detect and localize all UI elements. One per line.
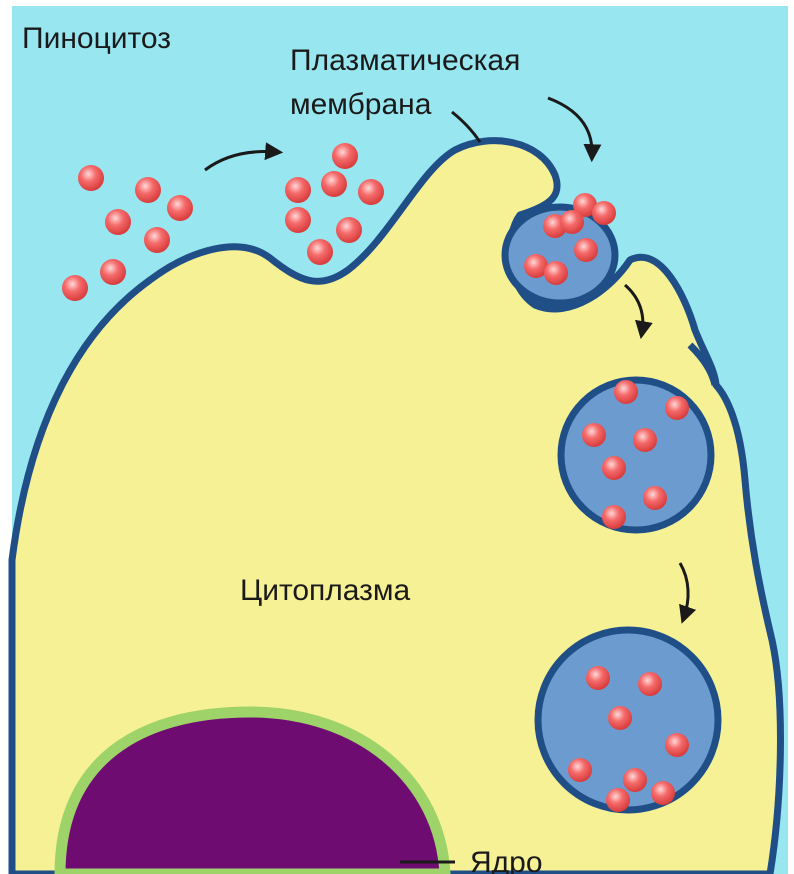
particle — [602, 505, 626, 529]
particle — [285, 177, 311, 203]
particle — [582, 423, 606, 447]
particle — [332, 143, 358, 169]
particle — [560, 210, 584, 234]
particle — [608, 706, 632, 730]
particle — [665, 733, 689, 757]
particle — [665, 396, 689, 420]
particle — [100, 259, 126, 285]
particle — [105, 209, 131, 235]
membrane-label-line2: мембрана — [290, 88, 432, 121]
particle — [606, 788, 630, 812]
particle — [321, 171, 347, 197]
particle — [135, 177, 161, 203]
particle — [643, 486, 667, 510]
particle — [592, 201, 616, 225]
particle — [568, 758, 592, 782]
particle — [307, 239, 333, 265]
particle — [167, 195, 193, 221]
particle — [336, 217, 362, 243]
particle — [633, 428, 657, 452]
particle — [651, 781, 675, 805]
diagram-title: Пиноцитоз — [22, 22, 171, 55]
particle — [638, 672, 662, 696]
particle — [614, 380, 638, 404]
particle — [62, 275, 88, 301]
particle — [574, 238, 598, 262]
endocytic-vesicle-upper — [561, 380, 711, 530]
membrane-label-line1: Плазматическая — [290, 44, 520, 77]
particle — [623, 768, 647, 792]
particle — [602, 456, 626, 480]
particle — [586, 666, 610, 690]
cytoplasm-label: Цитоплазма — [240, 574, 411, 607]
particle — [78, 165, 104, 191]
particle — [544, 261, 568, 285]
particle — [285, 207, 311, 233]
nucleus-label: Ядро — [470, 846, 543, 874]
particle — [358, 179, 384, 205]
particle — [144, 227, 170, 253]
